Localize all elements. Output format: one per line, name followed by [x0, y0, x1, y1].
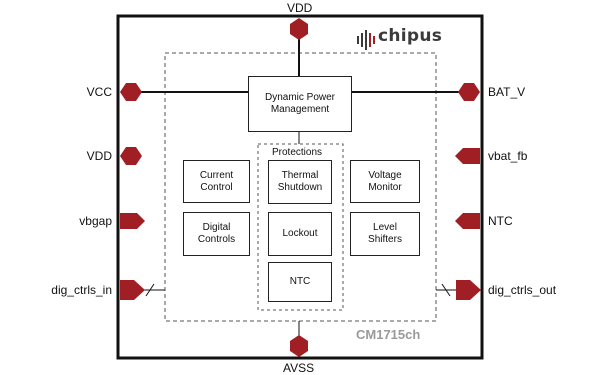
pin-label-ntc: NTC	[488, 214, 513, 228]
pin-vdd-left	[120, 147, 142, 165]
pin-dig-ctrls-out	[456, 280, 481, 300]
bus-slash-in	[145, 283, 155, 297]
block-dynamic-power-management: Dynamic Power Management	[248, 76, 352, 132]
pin-bat-v	[458, 83, 480, 101]
pin-label-vbgap: vbgap	[79, 214, 112, 228]
pin-label-bat-v: BAT_V	[488, 85, 526, 99]
pin-avss	[290, 335, 308, 357]
block-ntc: NTC	[268, 262, 332, 302]
pin-label-avss: AVSS	[283, 361, 315, 375]
block-label: NTC	[289, 276, 311, 287]
block-label: Lockout	[282, 228, 318, 239]
pin-label-vdd-left: VDD	[86, 149, 112, 163]
core-domain-outline	[164, 52, 437, 322]
pin-label-dig-ctrls-in: dig_ctrls_in	[51, 283, 112, 297]
pin-label-vcc: VCC	[86, 85, 112, 99]
block-digital-controls: Digital Controls	[183, 212, 250, 256]
pin-vcc	[120, 83, 142, 101]
protections-title: Protections	[272, 147, 323, 158]
pin-dig-ctrls-in	[120, 280, 145, 300]
block-lockout: Lockout	[268, 212, 332, 256]
chipus-logo-icon	[357, 30, 375, 50]
chip-outline	[116, 14, 484, 360]
chipus-logo-text: chipus	[378, 26, 443, 46]
pin-label-dig-ctrls-out: dig_ctrls_out	[488, 283, 557, 297]
block-label: Dynamic Power Management	[264, 92, 336, 115]
pin-ntc	[455, 213, 480, 229]
pin-label-vbat-fb: vbat_fb	[488, 149, 528, 163]
bus-slash-out	[441, 283, 451, 297]
pin-vdd-top	[290, 18, 308, 40]
block-label: Thermal Shutdown	[277, 170, 323, 193]
block-label: Digital Controls	[197, 222, 236, 245]
block-voltage-monitor: Voltage Monitor	[350, 160, 420, 203]
pin-vbgap	[120, 213, 145, 229]
pin-vbat-fb	[455, 148, 480, 164]
block-label: Level Shifters	[368, 222, 402, 245]
block-current-control: Current Control	[183, 160, 250, 203]
block-level-shifters: Level Shifters	[350, 212, 420, 256]
part-number: CM1715ch	[356, 327, 421, 342]
block-label: Voltage Monitor	[368, 169, 402, 193]
pin-label-vdd-top: VDD	[287, 1, 313, 15]
block-thermal-shutdown: Thermal Shutdown	[268, 160, 332, 204]
protections-group-outline	[257, 143, 344, 311]
block-label: Current Control	[199, 169, 234, 193]
